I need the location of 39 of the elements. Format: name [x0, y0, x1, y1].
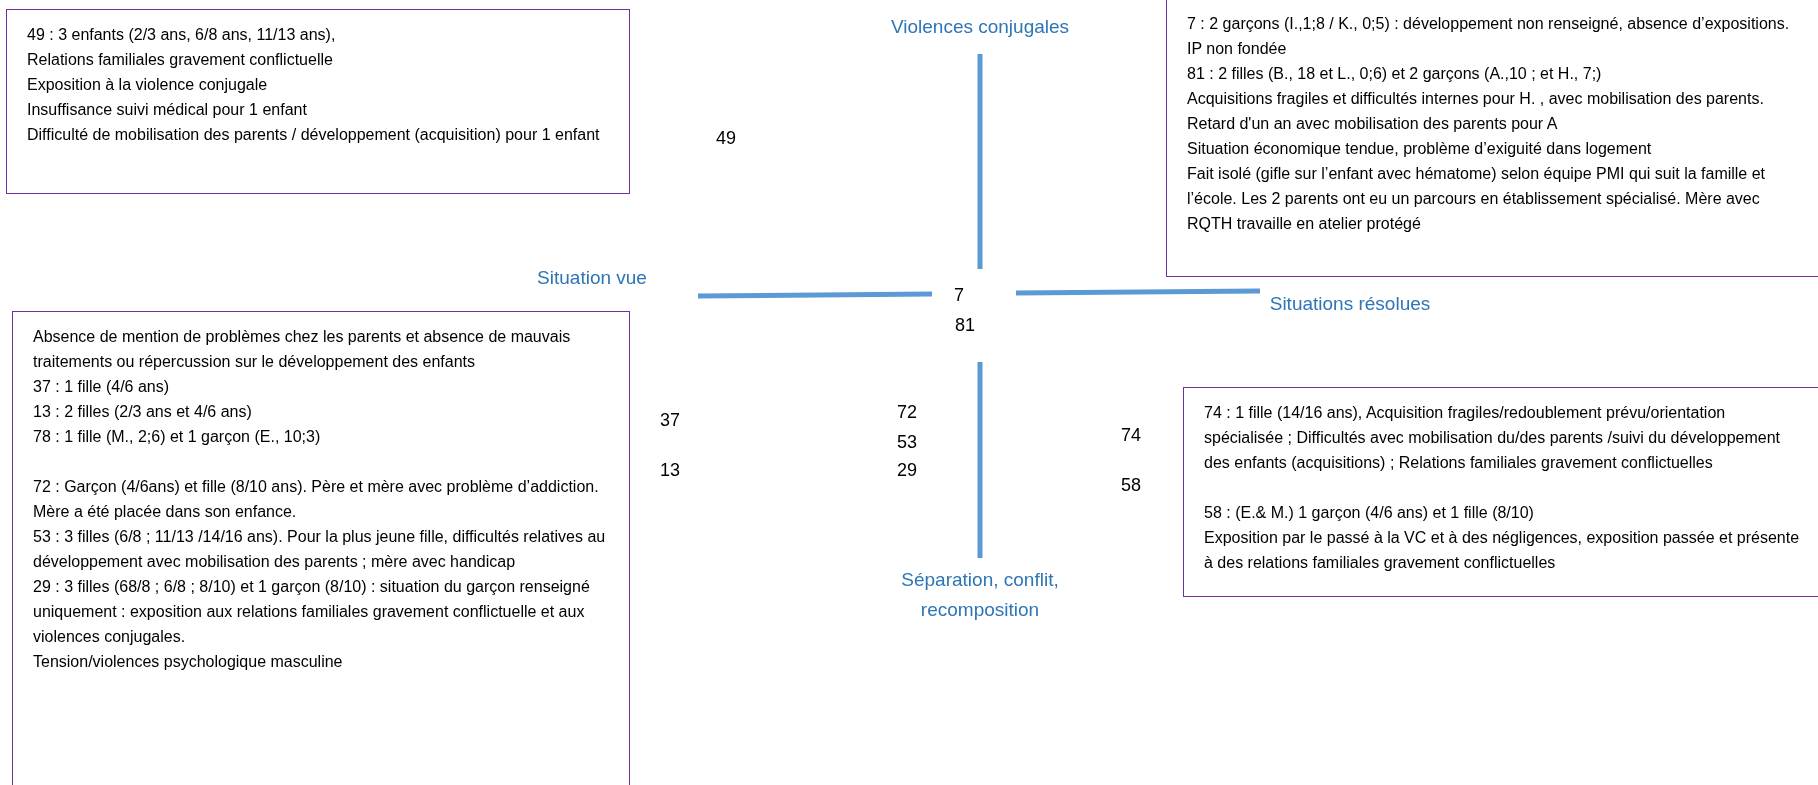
paragraph: 49 : 3 enfants (2/3 ans, 6/8 ans, 11/13 ans), — [27, 25, 337, 45]
paragraph: Exposition par le passé à la VC et à des négligences, exposition passée et présente à des relations familiales gravement conflictuelles — [1204, 528, 1801, 573]
case-number: 37 — [660, 409, 680, 431]
case-number: 58 — [1121, 474, 1141, 496]
case-number: 74 — [1121, 424, 1141, 446]
case-number: 81 — [955, 314, 975, 336]
text-box — [6, 9, 630, 194]
paragraph: 53 : 3 filles (6/8 ; 11/13 /14/16 ans). Pour la plus jeune fille, difficultés relatives au développement avec mobilisation des parents ; mère avec handicap — [33, 527, 607, 572]
case-number: 53 — [897, 431, 917, 453]
paragraph: 78 : 1 fille (M., 2;6) et 1 garçon (E., 10;3) — [33, 427, 322, 447]
paragraph: Fait isolé (gifle sur l’enfant avec hématome) selon équipe PMI qui suit la famille et l’école. Les 2 parents ont eu un parcours en établissement spécialisé. Mère avec RQTH travaille en atelier protégé — [1187, 164, 1767, 234]
paragraph: Tension/violences psychologique masculine — [33, 652, 344, 672]
paragraph: 37 : 1 fille (4/6 ans) — [33, 377, 171, 397]
case-number: 13 — [660, 459, 680, 481]
paragraph: Absence de mention de problèmes chez les parents et absence de mauvais traitements ou répercussion sur le développement des enfants — [33, 327, 572, 372]
paragraph: Insuffisance suivi médical pour 1 enfant — [27, 100, 308, 120]
case-number: 7 — [954, 284, 964, 306]
text-box — [1183, 387, 1818, 597]
paragraph: 74 : 1 fille (14/16 ans), Acquisition fragiles/redoublement prévu/orientation spécialisée ; Difficultés avec mobilisation du/des parents /suivi du développement des enfants (acquisitions) ; Relations familiales gravement conflictuelles — [1204, 403, 1782, 473]
paragraph: Acquisitions fragiles et difficultés internes pour H. , avec mobilisation des parents. Retard d'un an avec mobilisation des parents pour A — [1187, 89, 1765, 134]
paragraph: Exposition à la violence conjugale — [27, 75, 269, 95]
paragraph: 7 : 2 garçons (I.,1;8 / K., 0;5) : développement non renseigné, absence d’expositions. IP non fondée — [1187, 14, 1791, 59]
paragraph: 58 : (E.& M.) 1 garçon (4/6 ans) et 1 fille (8/10) — [1204, 503, 1535, 523]
paragraph: Relations familiales gravement conflictuelle — [27, 50, 334, 70]
axis-label: Situations résolues — [1269, 292, 1431, 316]
paragraph: 29 : 3 filles (68/8 ; 6/8 ; 8/10) et 1 garçon (8/10) : situation du garçon renseigné uniquement : exposition aux relations familiales gravement conflictuelle et aux violences conjugales. — [33, 577, 591, 647]
axis-label: Violences conjugales — [890, 15, 1070, 39]
paragraph: Difficulté de mobilisation des parents / développement (acquisition) pour 1 enfant — [27, 125, 601, 145]
paragraph: 72 : Garçon (4/6ans) et fille (8/10 ans). Père et mère avec problème d’addiction. Mère a été placée dans son enfance. — [33, 477, 600, 522]
paragraph: 81 : 2 filles (B., 18 et L., 0;6) et 2 garçons (A.,10 ; et H., 7;) — [1187, 64, 1603, 84]
case-number: 49 — [716, 127, 736, 149]
text-box — [1166, 0, 1818, 277]
text-box — [12, 311, 630, 785]
case-number: 72 — [897, 401, 917, 423]
axis-label: Situation vue — [537, 266, 647, 290]
case-number: 29 — [897, 459, 917, 481]
axis-label: Séparation, conflit, recomposition — [900, 568, 1060, 622]
paragraph: Situation économique tendue, problème d’exiguité dans logement — [1187, 139, 1653, 159]
paragraph: 13 : 2 filles (2/3 ans et 4/6 ans) — [33, 402, 253, 422]
